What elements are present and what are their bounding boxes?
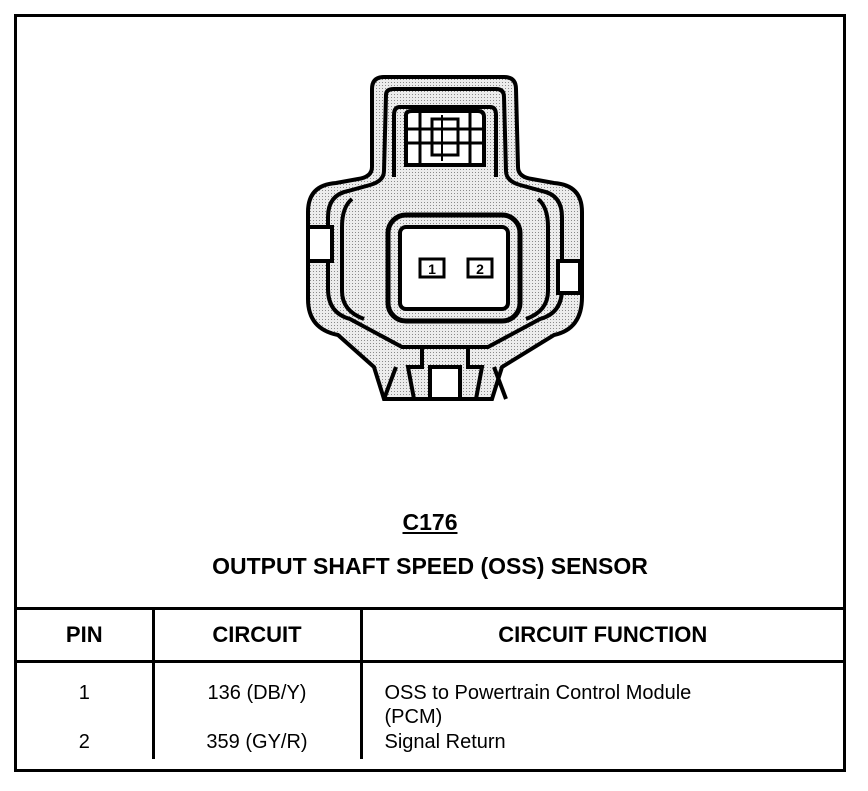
header-pin: PIN [17, 607, 153, 663]
pin-2-marker [466, 257, 494, 279]
pin-2-label: 2 [476, 261, 484, 277]
pin-cell: 1 [78, 682, 90, 704]
connector-name: OUTPUT SHAFT SPEED (OSS) SENSOR [212, 553, 648, 579]
header-circuit-function: CIRCUIT FUNCTION [359, 607, 843, 663]
bottom-key [382, 345, 508, 401]
table-header-row: PIN CIRCUIT CIRCUIT FUNCTION [17, 607, 843, 663]
side-tabs [306, 225, 582, 295]
diagram-area: 1 2 C176 OUTPUT SHAFT SPEED (OSS) SENSOR [17, 17, 843, 607]
circuit-cell: 359 (GY/R) [151, 729, 361, 759]
pin-1-marker [418, 257, 446, 279]
pin-cell: 2 [78, 731, 90, 753]
circuit-function-cell: Signal Return [359, 729, 843, 759]
pin-markers: 1 2 [418, 257, 494, 279]
table-row: 2 359 (GY/R) Signal Return [17, 729, 843, 759]
connector-face-illustration: 1 2 [306, 75, 584, 401]
pin-1-label: 1 [428, 261, 436, 277]
header-circuit: CIRCUIT [151, 607, 361, 663]
connector-diagram-frame: 1 2 C176 OUTPUT SHAFT SPEED (OSS) SENSOR… [14, 14, 846, 772]
terminal-cavity [385, 212, 523, 324]
connector-id: C176 [402, 509, 458, 535]
pin-table: PIN CIRCUIT CIRCUIT FUNCTION 1 136 (DB/Y… [17, 607, 843, 759]
locking-latch [404, 109, 486, 167]
circuit-function-cell: OSS to Powertrain Control Module (PCM) [359, 661, 843, 729]
circuit-cell: 136 (DB/Y) [151, 661, 361, 729]
table-row: 1 136 (DB/Y) OSS to Powertrain Control M… [17, 661, 843, 729]
